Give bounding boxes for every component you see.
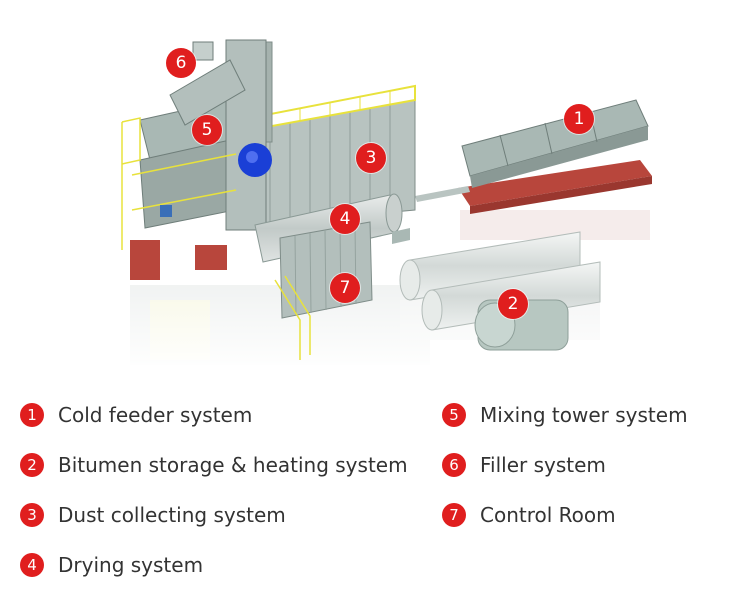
marker-4: 4 xyxy=(330,204,360,234)
marker-7: 7 xyxy=(330,273,360,303)
number-badge-icon: 3 xyxy=(20,503,44,527)
legend-label: Control Room xyxy=(480,503,616,527)
number-badge-icon: 1 xyxy=(20,403,44,427)
marker-6: 6 xyxy=(166,48,196,78)
legend-item-control-room: 7 Control Room xyxy=(442,502,616,528)
legend-label: Cold feeder system xyxy=(58,403,253,427)
marker-1: 1 xyxy=(564,104,594,134)
number-badge-icon: 2 xyxy=(20,453,44,477)
legend-item-bitumen: 2 Bitumen storage & heating system xyxy=(20,452,408,478)
marker-2: 2 xyxy=(498,289,528,319)
legend-item-filler: 6 Filler system xyxy=(442,452,606,478)
legend-item-mixing-tower: 5 Mixing tower system xyxy=(442,402,688,428)
legend-label: Drying system xyxy=(58,553,204,577)
asphalt-plant-illustration: 1 2 3 4 5 6 7 xyxy=(100,39,660,372)
legend-item-dust: 3 Dust collecting system xyxy=(20,502,286,528)
legend-label: Bitumen storage & heating system xyxy=(58,453,408,477)
marker-5: 5 xyxy=(192,115,222,145)
legend-item-cold-feeder: 1 Cold feeder system xyxy=(20,402,252,428)
legend-label: Mixing tower system xyxy=(480,403,688,427)
mixing-tower-unit xyxy=(121,39,272,280)
legend-label: Filler system xyxy=(480,453,606,477)
number-badge-icon: 4 xyxy=(20,553,44,577)
number-badge-icon: 7 xyxy=(442,503,466,527)
number-badge-icon: 6 xyxy=(442,453,466,477)
legend-label: Dust collecting system xyxy=(58,503,286,527)
number-badge-icon: 5 xyxy=(442,403,466,427)
marker-3: 3 xyxy=(356,143,386,173)
cold-feeder-unit xyxy=(458,99,652,214)
legend-item-drying: 4 Drying system xyxy=(20,552,203,578)
